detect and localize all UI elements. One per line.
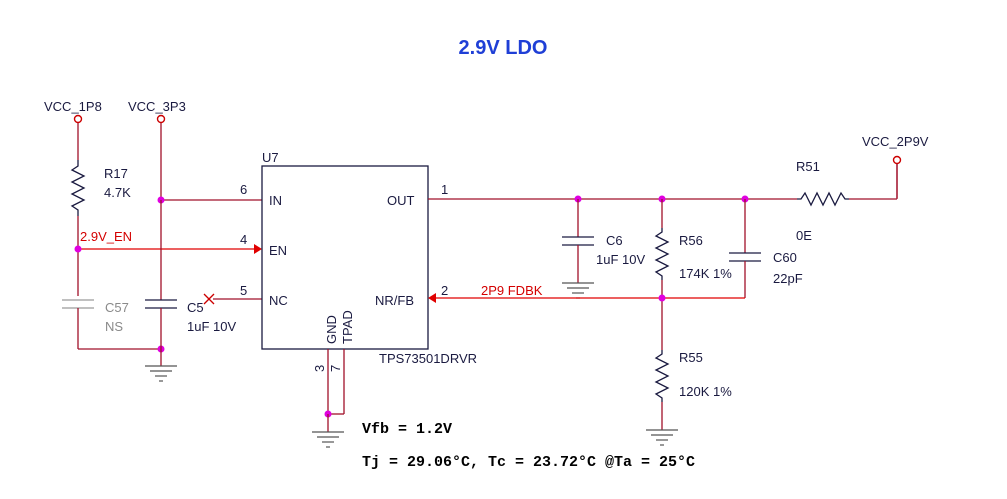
ic-u7-ref: U7 [262,150,279,165]
power-port-vcc-2p9v [892,155,902,165]
r56-ref: R56 [679,233,703,248]
c57-ref: C57 [105,300,129,315]
c6-value: 1uF 10V [596,252,645,267]
no-connect-marker [203,293,215,305]
r56-value: 174K 1% [679,266,732,281]
pin-name-gnd: GND [324,315,339,344]
c6-ref: C6 [606,233,623,248]
r55-value: 120K 1% [679,384,732,399]
pin-name-nrfb: NR/FB [375,293,414,308]
pin-name-nc: NC [269,293,288,308]
junction-fb [658,294,666,302]
ic-u7-part: TPS73501DRVR [379,351,477,366]
pin-name-en: EN [269,243,287,258]
r17-value: 4.7K [104,185,131,200]
ground-symbol-left [145,365,177,382]
net-label-vcc-3p3: VCC_3P3 [128,99,186,114]
c60-value: 22pF [773,271,803,286]
power-port-vcc-3p3 [156,114,166,124]
resistor-r55 [654,350,670,402]
ground-symbol-r55 [646,429,678,446]
pin-num-in: 6 [240,182,247,197]
ground-symbol-c6 [562,282,594,299]
junction-en [74,245,82,253]
pin-num-out: 1 [441,182,448,197]
c5-value: 1uF 10V [187,319,236,334]
power-port-vcc-1p8 [73,114,83,124]
pin-num-en: 4 [240,232,247,247]
resistor-r51 [797,191,849,207]
note-vfb: Vfb = 1.2V [362,421,452,438]
pin-name-tpad: TPAD [340,310,355,344]
pin-name-out: OUT [387,193,415,208]
resistor-r17 [70,160,86,216]
pin-num-tpad: 7 [328,365,343,372]
r51-ref: R51 [796,159,820,174]
fb-arrow [428,293,436,303]
pin-num-nc: 5 [240,283,247,298]
resistor-r56 [654,228,670,280]
net-label-vcc-1p8: VCC_1P8 [44,99,102,114]
r17-ref: R17 [104,166,128,181]
net-label-2p9-fdbk: 2P9 FDBK [481,283,543,298]
diagram-title: 2.9V LDO [459,37,548,59]
en-arrow [254,244,262,254]
r51-value: 0E [796,228,812,243]
ic-u7-body [261,165,429,350]
note-thermal: Tj = 29.06°C, Tc = 23.72°C @Ta = 25°C [362,454,695,471]
pin-num-gnd: 3 [312,365,327,372]
ground-symbol-ic [312,431,344,448]
c5-ref: C5 [187,300,204,315]
net-label-vcc-2p9v: VCC_2P9V [862,134,929,149]
c60-ref: C60 [773,250,797,265]
pin-num-nrfb: 2 [441,283,448,298]
c57-value: NS [105,319,123,334]
net-label-2p9v-en: 2.9V_EN [80,229,132,244]
r55-ref: R55 [679,350,703,365]
pin-name-in: IN [269,193,282,208]
